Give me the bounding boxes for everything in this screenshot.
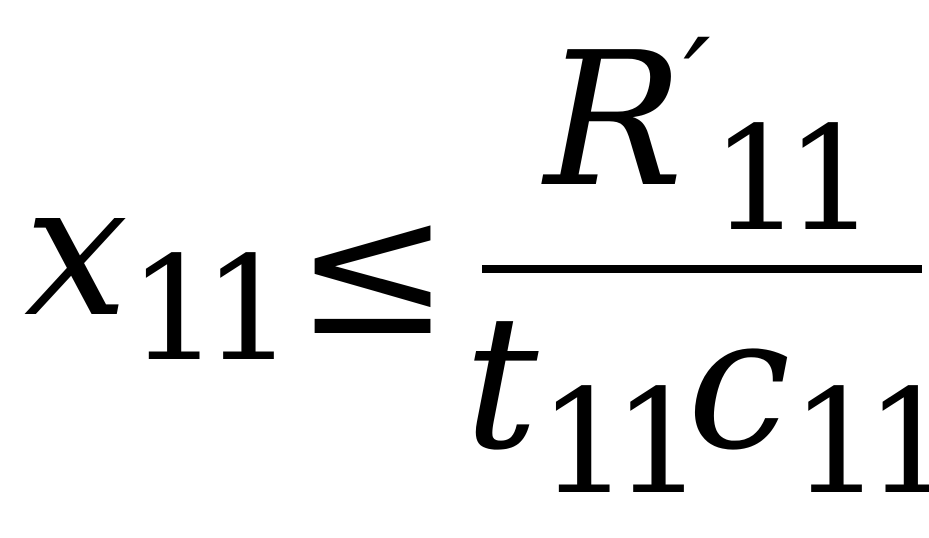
denominator: t11c11	[464, 291, 929, 515]
numerator-prime: ′	[683, 14, 711, 153]
fraction: R′11 t11c11	[464, 24, 929, 515]
formula: x11 ≤ R′11 t11c11	[24, 0, 929, 538]
fraction-bar	[481, 265, 922, 273]
lhs-subscript: 11	[128, 224, 294, 393]
denominator-subscript-t: 11	[538, 358, 704, 526]
relation-symbol: ≤	[295, 160, 451, 377]
lhs-variable: x	[24, 141, 129, 358]
denominator-subscript-c: 11	[790, 358, 929, 526]
numerator-variable: R	[544, 12, 684, 228]
lhs: x11	[24, 157, 294, 381]
numerator: R′11	[544, 24, 876, 252]
denominator-variable-c: c	[687, 275, 791, 491]
denominator-variable-t: t	[464, 275, 539, 491]
numerator-subscript: 11	[710, 95, 877, 263]
